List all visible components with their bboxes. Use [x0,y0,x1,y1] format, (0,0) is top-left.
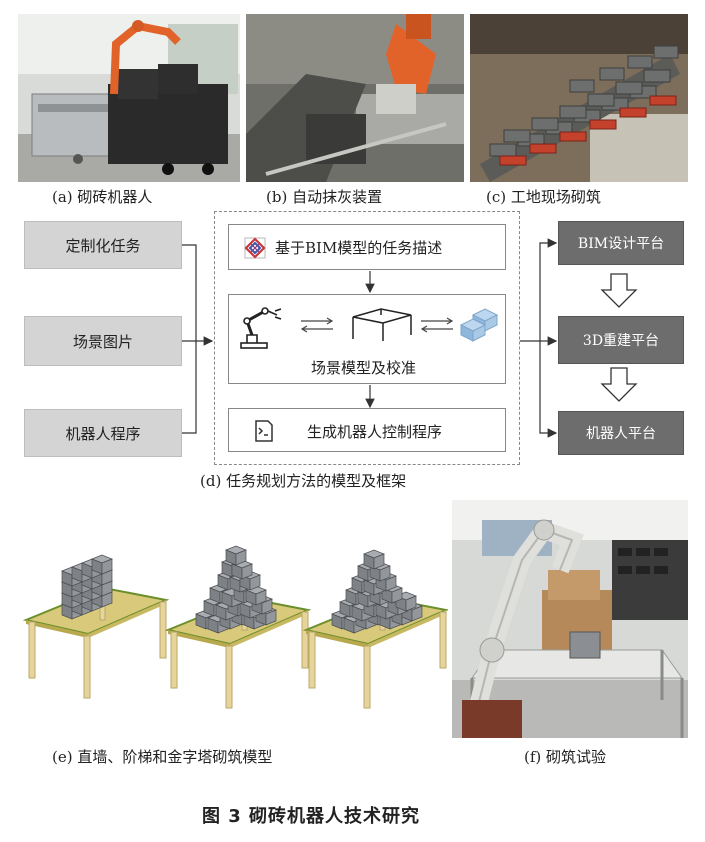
photo-masonry-test [452,500,688,738]
caption-f: (f) 砌筑试验 [524,748,607,766]
figure-title: 图 3 砌砖机器人技术研究 [202,806,421,827]
step-generate-program-label: 生成机器人控制程序 [307,423,443,441]
photo-bricklaying-robot [18,14,240,182]
masonry-models-illustration [25,545,447,709]
robot-arm-icon [240,307,282,349]
platform-3d-reconstruction: 3D重建平台 [558,316,684,364]
caption-e: (e) 直墙、阶梯和金字塔砌筑模型 [52,748,273,766]
step-task-description-label: 基于BIM模型的任务描述 [275,239,443,257]
exchange-arrows-icon-2 [420,317,454,333]
step-scene-model: 场景模型及校准 [228,294,506,384]
platform-robot: 机器人平台 [558,411,684,455]
bim-logo-icon [244,237,266,259]
photo-plastering-device [246,14,464,182]
input-scene-image: 场景图片 [24,316,182,366]
step-generate-program: 生成机器人控制程序 [228,408,506,452]
caption-d: (d) 任务规划方法的模型及框架 [200,472,407,490]
step-scene-model-label: 场景模型及校准 [311,359,417,377]
platform-bim-design: BIM设计平台 [558,221,684,265]
caption-c: (c) 工地现场砌筑 [486,188,601,206]
step-task-description: 基于BIM模型的任务描述 [228,224,506,270]
caption-a: (a) 砌砖机器人 [52,188,153,206]
photo-site-brick-wall [470,14,688,182]
pyramid-model [305,549,447,709]
input-custom-task: 定制化任务 [24,221,182,269]
exchange-arrows-icon [300,317,334,333]
planning-framework-box [214,211,520,465]
table-wireframe-icon [352,308,412,341]
straight-wall-model [25,554,167,699]
stepped-model [167,545,309,709]
caption-b: (b) 自动抹灰装置 [266,188,383,206]
program-document-icon [255,420,273,442]
input-robot-program: 机器人程序 [24,409,182,457]
block-stack-icon [459,308,499,342]
